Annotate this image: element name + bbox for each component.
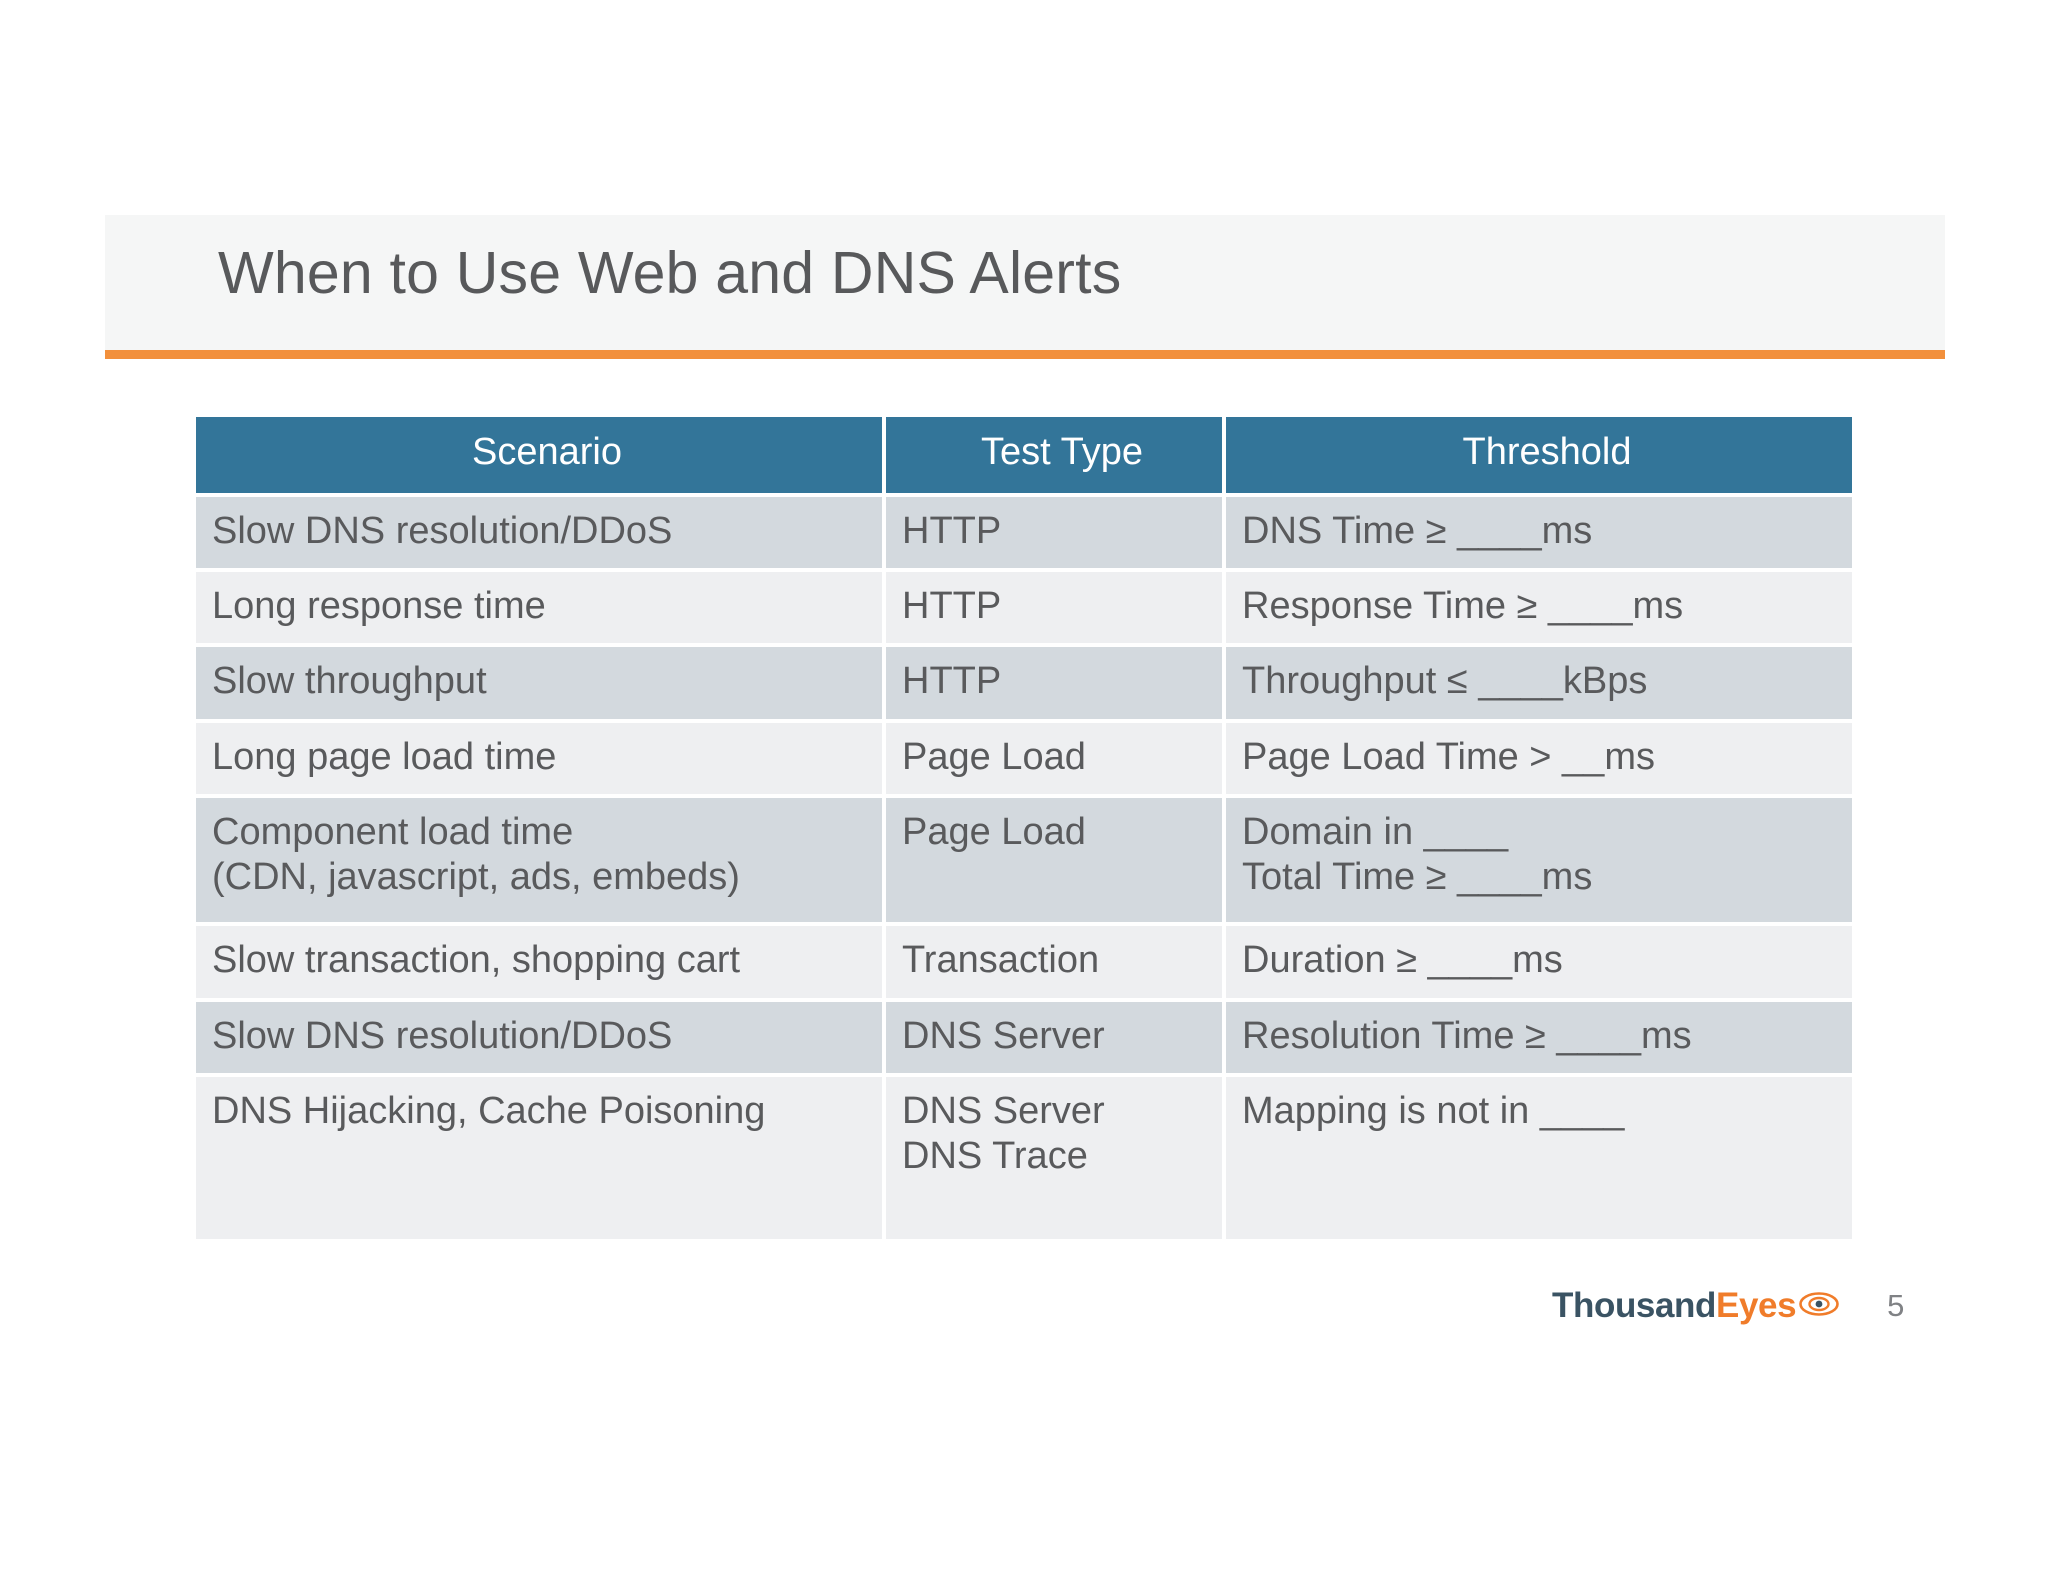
cell-threshold: Mapping is not in ____ [1226, 1076, 1852, 1244]
cell-scenario: Slow transaction, shopping cart [196, 926, 886, 1002]
cell-scenario: Long response time [196, 572, 886, 648]
table-body: Slow DNS resolution/DDoS HTTP DNS Time ≥ _… [196, 497, 1852, 1244]
cell-threshold: Duration ≥ ____ms [1226, 926, 1852, 1002]
cell-scenario-line: Slow DNS resolution/DDoS [212, 1014, 673, 1057]
table-row: Slow throughput HTTP Throughput ≤ ____kBps [196, 647, 1852, 723]
cell-scenario-line: Slow throughput [212, 660, 487, 703]
table-header-row: Scenario Test Type Threshold [196, 417, 1852, 497]
cell-test-type-line: DNS Server [902, 1089, 1105, 1132]
slide-title-band: When to Use Web and DNS Alerts [105, 215, 1945, 353]
cell-threshold-line: Domain in ____ [1242, 810, 1509, 853]
table-row: Slow DNS resolution/DDoS HTTP DNS Time ≥ _… [196, 497, 1852, 573]
cell-scenario: Long page load time [196, 722, 886, 798]
table-row: Long page load time Page Load Page Load Ti… [196, 722, 1852, 798]
cell-threshold: Response Time ≥ ____ms [1226, 572, 1852, 648]
column-header-threshold: Threshold [1226, 417, 1852, 497]
cell-scenario-line: Slow transaction, shopping cart [212, 939, 741, 982]
cell-threshold-line: Response Time ≥ ____ms [1242, 585, 1684, 628]
column-header-test-type: Test Type [886, 417, 1226, 497]
cell-threshold: DNS Time ≥ ____ms [1226, 497, 1852, 573]
cell-test-type: HTTP [886, 647, 1226, 723]
table-row: Slow transaction, shopping cart Transacti… [196, 926, 1852, 1002]
cell-scenario-line: Long response time [212, 585, 546, 628]
page-title: When to Use Web and DNS Alerts [218, 240, 1122, 306]
cell-test-type-line: HTTP [902, 660, 1002, 703]
page-number: 5 [1887, 1288, 1905, 1323]
title-accent-rule [105, 350, 1945, 359]
cell-threshold-line: DNS Time ≥ ____ms [1242, 510, 1593, 552]
cell-scenario-line: Slow DNS resolution/DDoS [212, 510, 673, 552]
cell-threshold-line: Resolution Time ≥ ____ms [1242, 1014, 1692, 1057]
table-row: Component load time(CDN, javascript, ads… [196, 797, 1852, 927]
cell-test-type: HTTP [886, 497, 1226, 573]
cell-test-type-line: Page Load [902, 735, 1086, 778]
cell-threshold: Resolution Time ≥ ____ms [1226, 1001, 1852, 1077]
cell-test-type: HTTP [886, 572, 1226, 648]
cell-scenario: DNS Hijacking, Cache Poisoning [196, 1076, 886, 1244]
cell-test-type: DNS Server [886, 1001, 1226, 1077]
table-row: Slow DNS resolution/DDoS DNS Server Resolu… [196, 1001, 1852, 1077]
cell-scenario: Component load time(CDN, javascript, ads… [196, 797, 886, 927]
cell-threshold-line: Throughput ≤ ____kBps [1242, 660, 1648, 703]
cell-scenario: Slow DNS resolution/DDoS [196, 497, 886, 573]
logo-text-thousand: Thousand [1552, 1286, 1717, 1325]
cell-test-type: Page Load [886, 797, 1226, 927]
cell-test-type: Transaction [886, 926, 1226, 1002]
cell-test-type-line: DNS Server [902, 1014, 1105, 1057]
cell-threshold-line: Page Load Time > __ms [1242, 735, 1655, 778]
eye-icon [1799, 1291, 1839, 1317]
cell-test-type: Page Load [886, 722, 1226, 798]
slide-footer: ThousandEyes 5 [1552, 1288, 1904, 1323]
cell-threshold-line: Duration ≥ ____ms [1242, 939, 1563, 982]
cell-scenario: Slow DNS resolution/DDoS [196, 1001, 886, 1077]
cell-scenario: Slow throughput [196, 647, 886, 723]
cell-scenario-line: DNS Hijacking, Cache Poisoning [212, 1089, 766, 1132]
logo-text-eyes: Eyes [1716, 1286, 1797, 1325]
cell-scenario-line: Long page load time [212, 735, 557, 778]
cell-threshold-line: Total Time ≥ ____ms [1242, 856, 1593, 899]
cell-test-type-line: DNS Trace [902, 1134, 1088, 1177]
cell-threshold-line: Mapping is not in ____ [1242, 1089, 1625, 1132]
cell-test-type-line: HTTP [902, 510, 1002, 552]
cell-test-type-line: Page Load [902, 810, 1086, 853]
cell-test-type-line: Transaction [902, 939, 1100, 982]
alerts-table: Scenario Test Type Threshold Slow DNS re… [196, 417, 1852, 1244]
cell-threshold: Domain in ____Total Time ≥ ____ms [1226, 797, 1852, 927]
thousandeyes-logo: ThousandEyes [1552, 1288, 1839, 1323]
cell-scenario-line: Component load time [212, 810, 574, 853]
cell-threshold: Throughput ≤ ____kBps [1226, 647, 1852, 723]
column-header-scenario: Scenario [196, 417, 886, 497]
cell-scenario-line: (CDN, javascript, ads, embeds) [212, 856, 740, 899]
table-row: DNS Hijacking, Cache Poisoning DNS Server… [196, 1076, 1852, 1244]
cell-threshold: Page Load Time > __ms [1226, 722, 1852, 798]
cell-test-type-line: HTTP [902, 585, 1002, 628]
table-row: Long response time HTTP Response Time ≥ __… [196, 572, 1852, 648]
